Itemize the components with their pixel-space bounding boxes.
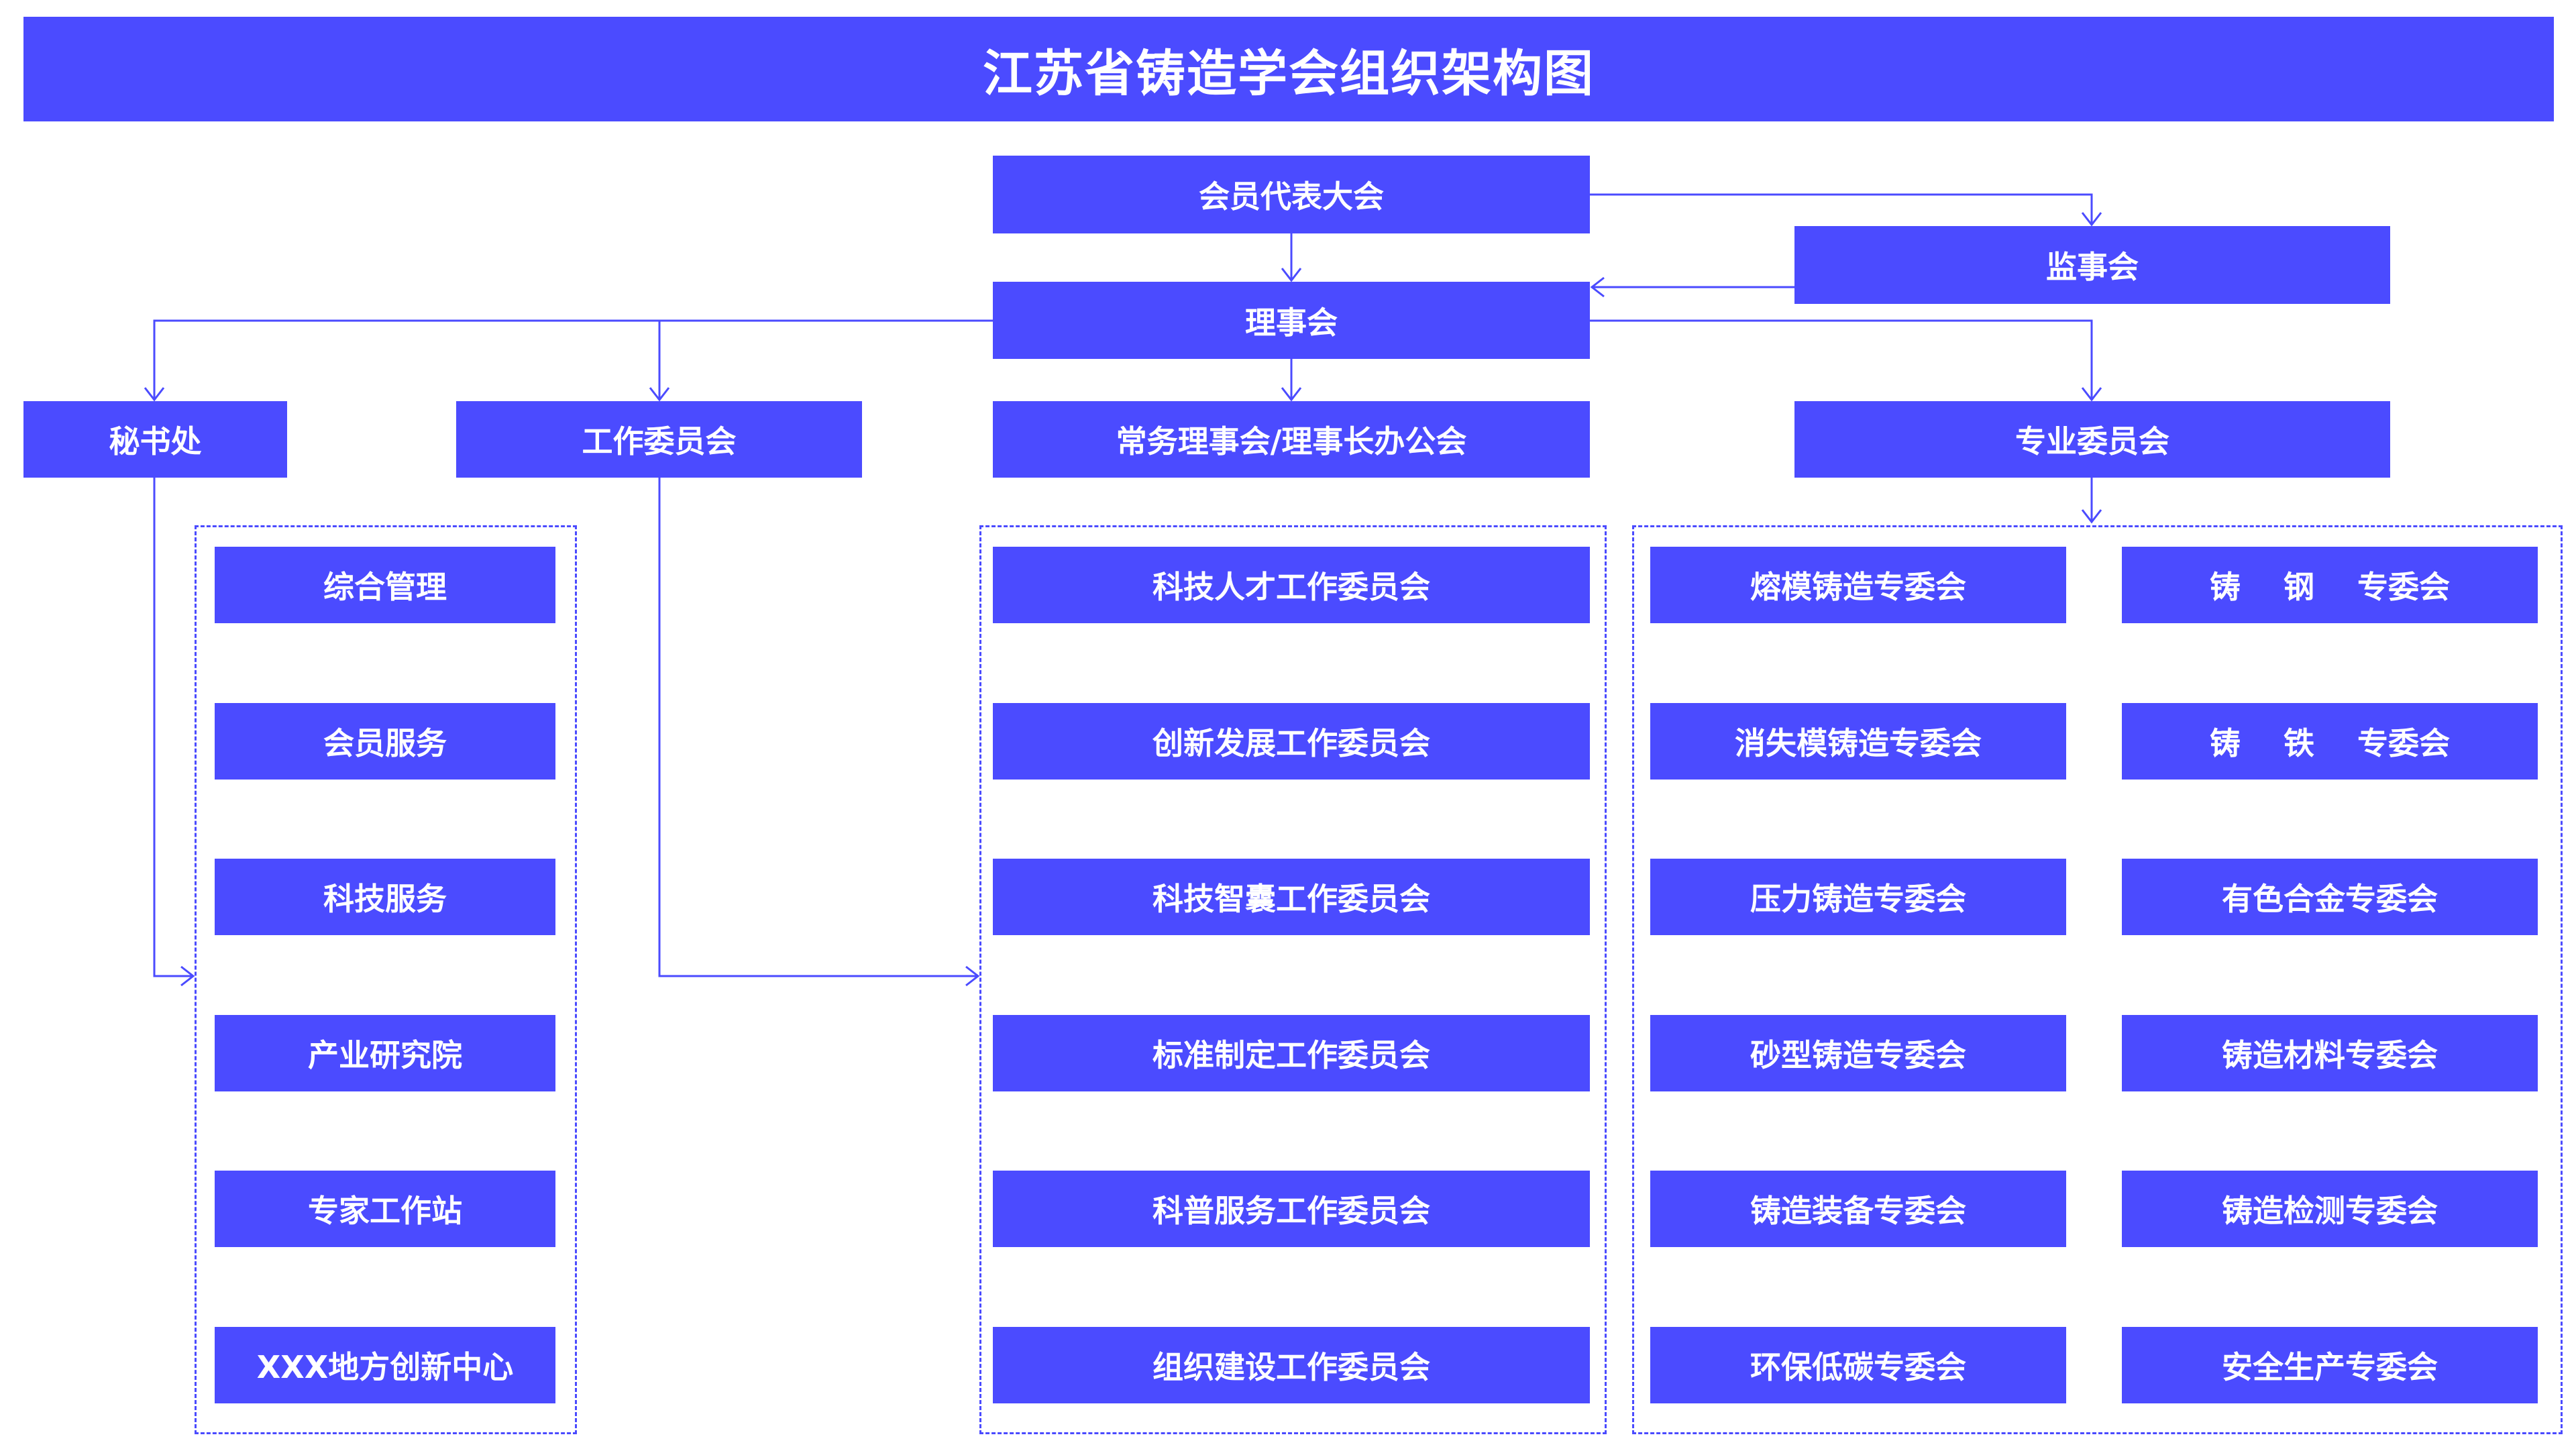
professional-committee-item: 铸 铁 专委会: [2122, 703, 2538, 780]
connector-secretariat-group: [153, 478, 193, 977]
node-council: 理事会: [993, 282, 1590, 359]
arrowhead: [1590, 276, 1605, 298]
chart-title: 江苏省铸造学会组织架构图: [983, 44, 1595, 103]
work-committee-item: 科普服务工作委员会: [993, 1171, 1590, 1247]
professional-committee-item: 消失模铸造专委会: [1650, 703, 2066, 780]
professional-committee-item: 砂型铸造专委会: [1650, 1015, 2066, 1091]
arrowhead: [649, 387, 670, 402]
node-congress: 会员代表大会: [993, 156, 1590, 233]
arrowhead: [2081, 387, 2102, 402]
professional-committee-item: 压力铸造专委会: [1650, 859, 2066, 935]
work-committee-item: 创新发展工作委员会: [993, 703, 1590, 780]
arrowhead: [144, 387, 165, 402]
arrowhead: [1281, 268, 1302, 282]
connector-congress-supervisors: [1590, 193, 2093, 225]
work-committee-group: [979, 525, 1607, 1434]
node-supervisors: 监事会: [1794, 226, 2390, 304]
node-standing-council: 常务理事会/理事长办公会: [993, 401, 1590, 478]
arrowhead: [2081, 509, 2102, 524]
arrowhead: [180, 965, 195, 987]
professional-committee-item: 铸造材料专委会: [2122, 1015, 2538, 1091]
node-professional-committees: 专业委员会: [1794, 401, 2390, 478]
professional-committee-item: 铸造检测专委会: [2122, 1171, 2538, 1247]
secretariat-item: 产业研究院: [215, 1015, 555, 1091]
arrowhead: [2081, 212, 2102, 227]
secretariat-group: [195, 525, 577, 1434]
node-work-committees: 工作委员会: [456, 401, 862, 478]
professional-committee-item: 有色合金专委会: [2122, 859, 2538, 935]
secretariat-item: XXX地方创新中心: [215, 1327, 555, 1403]
professional-committee-item: 熔模铸造专委会: [1650, 547, 2066, 623]
professional-committee-item: 铸造装备专委会: [1650, 1171, 2066, 1247]
secretariat-item: 专家工作站: [215, 1171, 555, 1247]
title-banner: 江苏省铸造学会组织架构图: [23, 17, 2554, 121]
professional-committee-item: 环保低碳专委会: [1650, 1327, 2066, 1403]
work-committee-item: 科技人才工作委员会: [993, 547, 1590, 623]
connector-workcommittees-group: [658, 478, 978, 977]
work-committee-item: 标准制定工作委员会: [993, 1015, 1590, 1091]
secretariat-item: 科技服务: [215, 859, 555, 935]
work-committee-item: 科技智囊工作委员会: [993, 859, 1590, 935]
professional-committee-item: 铸 钢 专委会: [2122, 547, 2538, 623]
connector-council-secretariat: [153, 319, 993, 400]
work-committee-item: 组织建设工作委员会: [993, 1327, 1590, 1403]
secretariat-item: 会员服务: [215, 703, 555, 780]
professional-committee-group: [1632, 525, 2563, 1434]
secretariat-item: 综合管理: [215, 547, 555, 623]
connector-council-professional: [1590, 319, 2093, 400]
node-secretariat: 秘书处: [23, 401, 287, 478]
arrowhead: [1281, 387, 1302, 402]
arrowhead: [965, 965, 980, 987]
professional-committee-item: 安全生产专委会: [2122, 1327, 2538, 1403]
